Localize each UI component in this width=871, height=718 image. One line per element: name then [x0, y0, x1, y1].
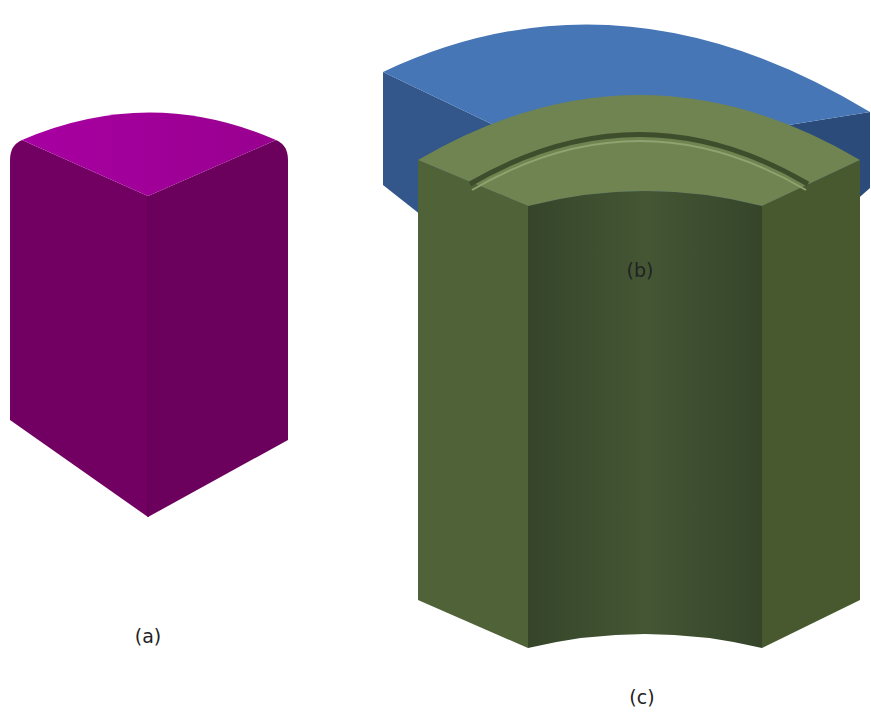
arc-block-green	[418, 95, 860, 648]
pillar-right-face	[148, 140, 288, 517]
figure-label: (b)	[627, 259, 654, 281]
figure-label: (c)	[629, 686, 654, 708]
block-top-face	[418, 95, 860, 206]
pillar-edge	[148, 196, 149, 517]
block-inner-face	[528, 191, 762, 648]
pillar-top-face	[22, 113, 276, 197]
block-left-face	[418, 160, 528, 648]
groove-highlight	[472, 141, 806, 190]
figure-label: (a)	[135, 625, 161, 647]
quarter-pillar	[10, 113, 288, 518]
block-right-face	[762, 160, 860, 648]
pillar-left-face	[10, 140, 148, 517]
